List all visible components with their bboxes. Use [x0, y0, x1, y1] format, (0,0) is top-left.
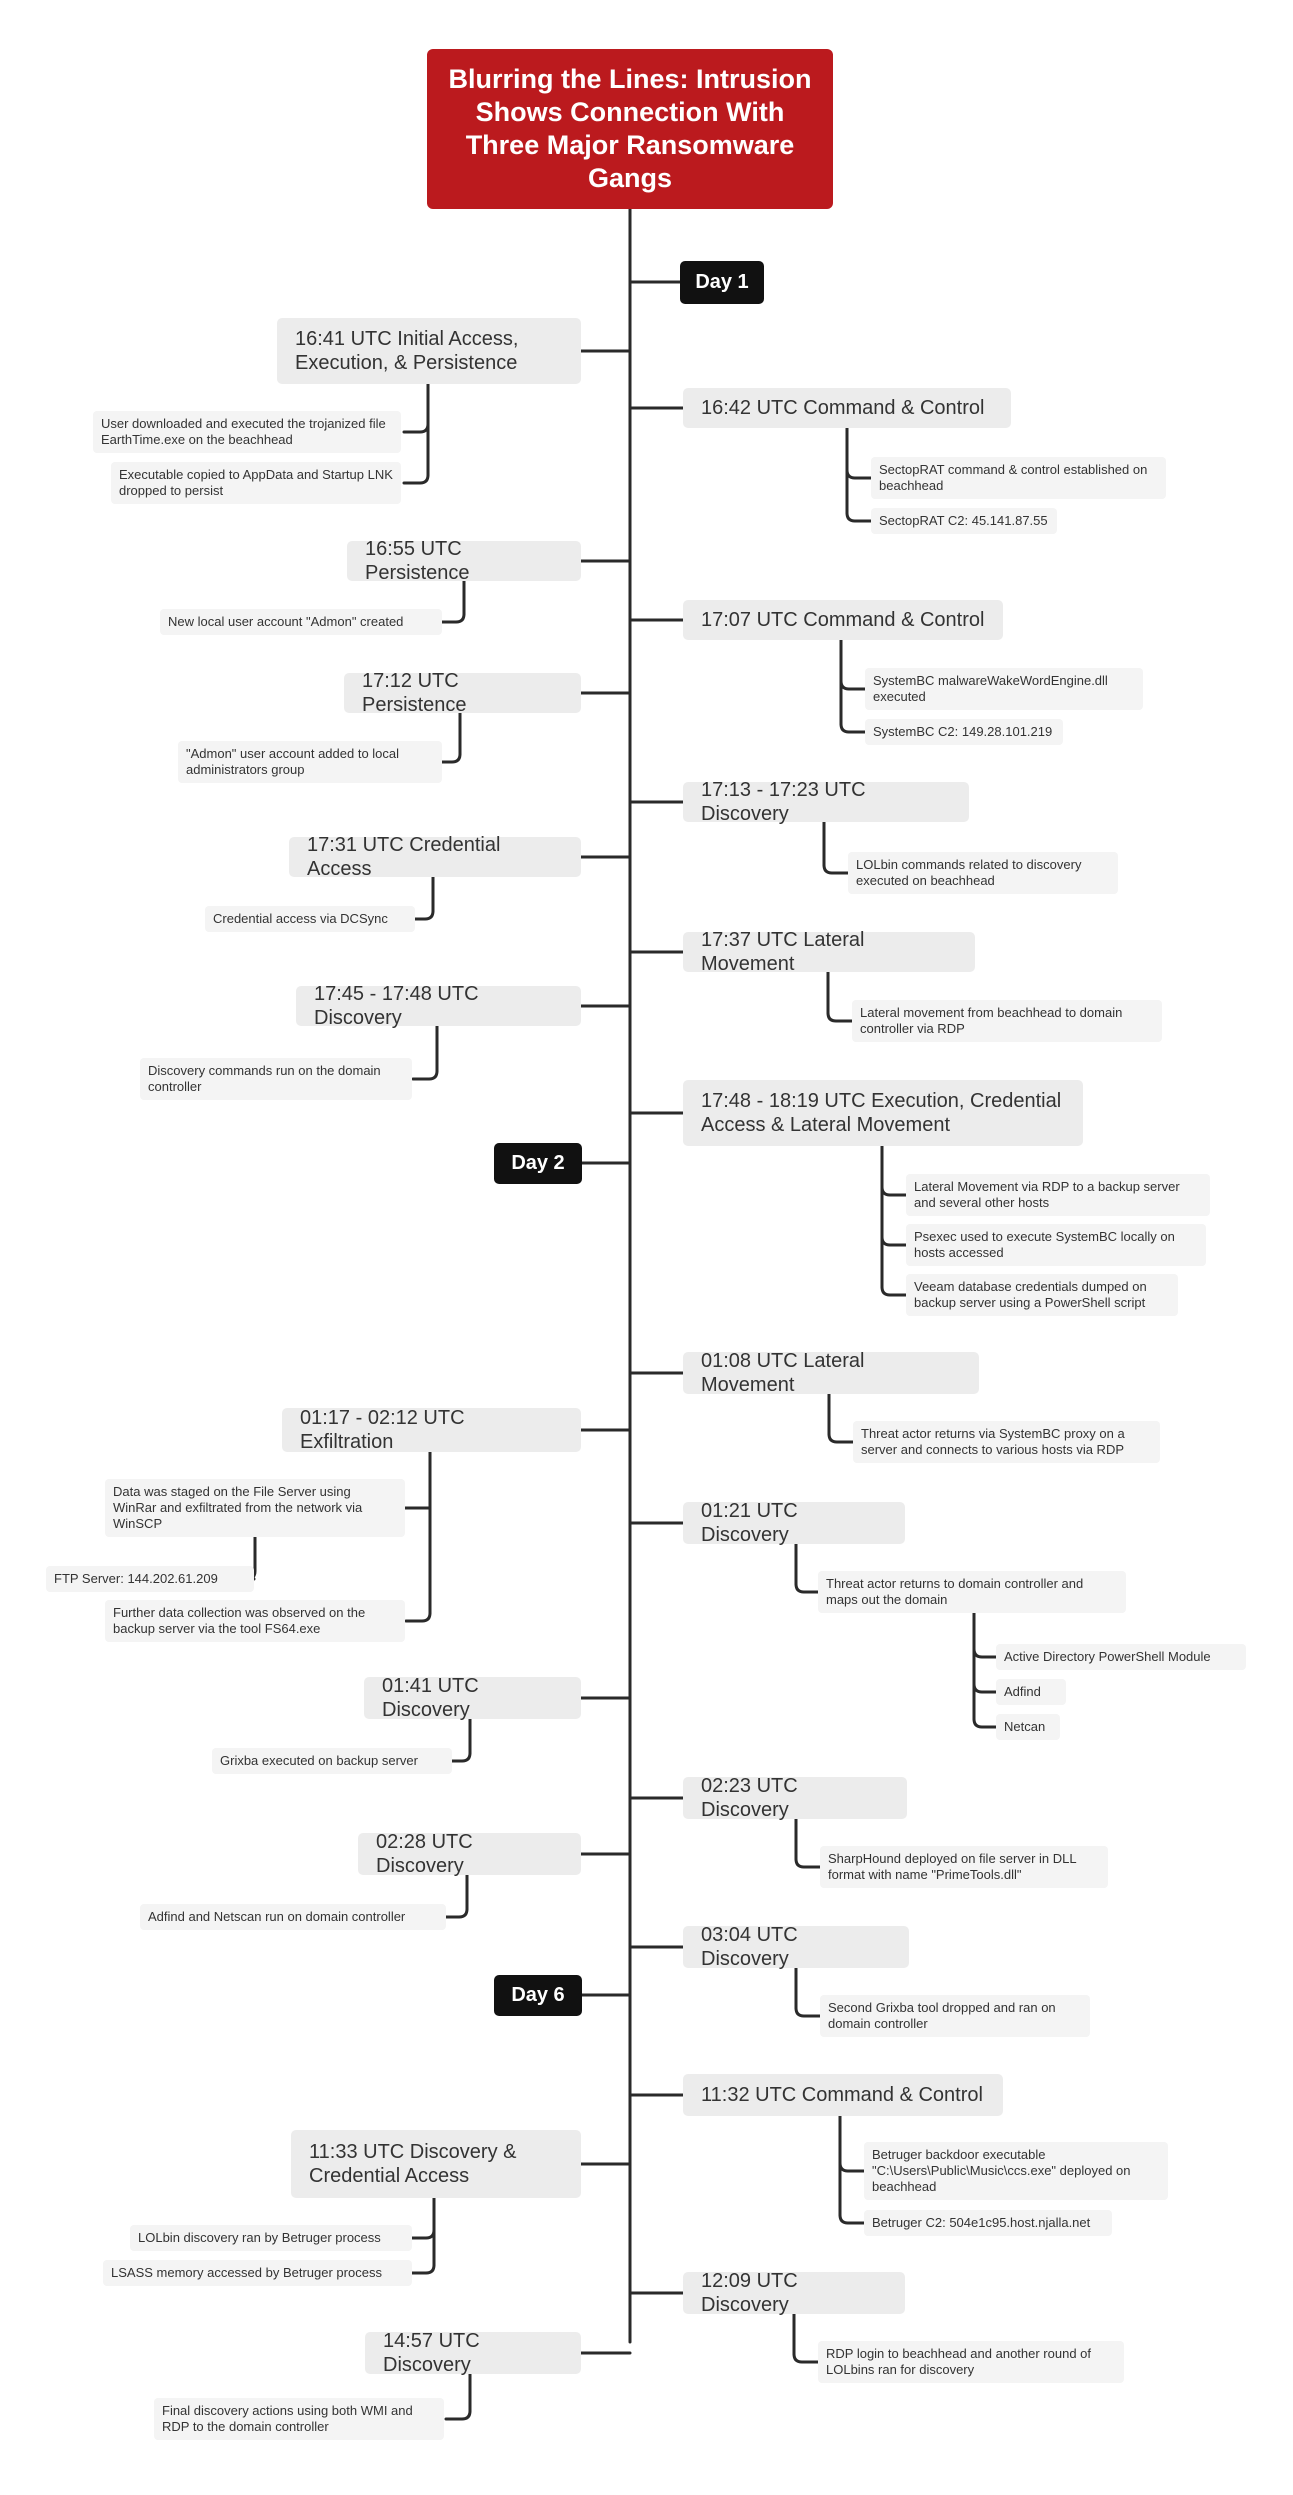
event-persistence-1712: 17:12 UTC Persistence	[344, 670, 581, 716]
note-ad-powershell: Active Directory PowerShell Module	[996, 1644, 1246, 1670]
day-1-marker: Day 1	[680, 261, 764, 304]
note-tick	[972, 1682, 1000, 1694]
event-discovery-1457: 14:57 UTC Discovery	[365, 2330, 581, 2376]
note-ftp-server: FTP Server: 144.202.61.209	[46, 1566, 254, 1592]
note-tick	[822, 863, 850, 875]
note-sectoprat-c2: SectopRAT C2: 45.141.87.55	[871, 508, 1057, 534]
event-discovery-0223: 02:23 UTC Discovery	[683, 1775, 907, 1821]
event-lateral-0108: 01:08 UTC Lateral Movement	[683, 1350, 979, 1396]
note-tick	[838, 2213, 866, 2225]
note-tick	[845, 468, 873, 480]
day-6-marker: Day 6	[494, 1975, 582, 2016]
note-sectoprat-established: SectopRAT command & control established …	[871, 457, 1166, 499]
event-c2-1707: 17:07 UTC Command & Control	[683, 600, 1003, 640]
event-persistence-1655: 16:55 UTC Persistence	[347, 538, 581, 584]
note-tick	[880, 1185, 908, 1197]
note-systembc-proxy: Threat actor returns via SystemBC proxy …	[853, 1421, 1160, 1463]
note-tick	[880, 1235, 908, 1247]
note-tick	[438, 612, 466, 624]
note-discovery-dc: Discovery commands run on the domain con…	[140, 1058, 412, 1100]
note-maps-domain: Threat actor returns to domain controlle…	[818, 1571, 1126, 1613]
note-psexec: Psexec used to execute SystemBC locally …	[906, 1224, 1206, 1266]
event-credential-access-1731: 17:31 UTC Credential Access	[289, 834, 581, 880]
note-grixba-dc: Second Grixba tool dropped and ran on do…	[820, 1995, 1090, 2037]
note-admon-admin-group: "Admon" user account added to local admi…	[178, 741, 442, 783]
day-2-marker: Day 2	[494, 1143, 582, 1184]
event-discovery-0304: 03:04 UTC Discovery	[683, 1924, 909, 1970]
event-lateral-1737: 17:37 UTC Lateral Movement	[683, 929, 975, 975]
note-systembc-dll: SystemBC malwareWakeWordEngine.dll execu…	[865, 668, 1143, 710]
event-c2-1642: 16:42 UTC Command & Control	[683, 388, 1011, 428]
note-tick	[794, 1582, 822, 1594]
note-tick	[792, 2352, 820, 2364]
note-netcan: Netcan	[996, 1714, 1060, 1740]
note-admon-created: New local user account "Admon" created	[160, 609, 442, 635]
note-tick	[404, 1611, 432, 1623]
note-tick	[794, 2006, 822, 2018]
note-tick	[972, 1647, 1000, 1659]
note-tick	[407, 909, 435, 921]
diagram-title: Blurring the Lines: Intrusion Shows Conn…	[427, 49, 833, 209]
note-grixba-backup: Grixba executed on backup server	[212, 1748, 452, 1774]
event-discovery-1713: 17:13 - 17:23 UTC Discovery	[683, 779, 969, 825]
note-fs64: Further data collection was observed on …	[105, 1600, 405, 1642]
event-exfiltration: 01:17 - 02:12 UTC Exfiltration	[282, 1407, 581, 1453]
note-wmi-rdp: Final discovery actions using both WMI a…	[154, 2398, 444, 2440]
note-winrar-winscp: Data was staged on the File Server using…	[105, 1479, 405, 1537]
note-rdp-dc: Lateral movement from beachhead to domai…	[852, 1000, 1162, 1042]
note-tick	[838, 2161, 866, 2173]
event-initial-access: 16:41 UTC Initial Access, Execution, & P…	[277, 318, 581, 384]
note-veeam: Veeam database credentials dumped on bac…	[906, 1274, 1178, 1316]
note-tick	[794, 1857, 822, 1869]
event-c2-1132: 11:32 UTC Command & Control	[683, 2074, 1003, 2116]
note-tick	[408, 2228, 436, 2240]
note-tick	[444, 1751, 472, 1763]
note-tick	[402, 422, 430, 434]
note-tick	[826, 1011, 854, 1023]
note-tick	[411, 1069, 439, 1081]
event-discovery-0228: 02:28 UTC Discovery	[358, 1831, 581, 1877]
note-tick	[845, 511, 873, 523]
note-betruger-c2: Betruger C2: 504e1c95.host.njalla.net	[864, 2210, 1112, 2236]
event-discovery-0121: 01:21 UTC Discovery	[683, 1500, 905, 1546]
note-earthtime-download: User downloaded and executed the trojani…	[93, 411, 401, 453]
event-execution-lateral-1748: 17:48 - 18:19 UTC Execution, Credential …	[683, 1080, 1083, 1146]
note-sharphound: SharpHound deployed on file server in DL…	[820, 1846, 1108, 1888]
note-tick	[839, 679, 867, 691]
note-betruger-exe: Betruger backdoor executable "C:\Users\P…	[864, 2142, 1168, 2200]
note-lsass: LSASS memory accessed by Betruger proces…	[103, 2260, 412, 2286]
note-rdp-lolbins: RDP login to beachhead and another round…	[818, 2341, 1124, 2383]
note-lolbin-betruger: LOLbin discovery ran by Betruger process	[130, 2225, 412, 2251]
note-tick	[839, 722, 867, 734]
note-tick	[972, 1717, 1000, 1729]
note-adfind: Adfind	[996, 1679, 1066, 1705]
note-startup-lnk: Executable copied to AppData and Startup…	[111, 462, 401, 504]
note-dcsync: Credential access via DCSync	[205, 906, 415, 932]
note-tick	[827, 1432, 855, 1444]
note-tick	[441, 1907, 469, 1919]
note-tick	[434, 752, 462, 764]
note-systembc-c2: SystemBC C2: 149.28.101.219	[865, 719, 1063, 745]
event-discovery-1209: 12:09 UTC Discovery	[683, 2270, 905, 2316]
event-discovery-1745: 17:45 - 17:48 UTC Discovery	[296, 983, 581, 1029]
note-rdp-backup: Lateral Movement via RDP to a backup ser…	[906, 1174, 1210, 1216]
note-tick	[408, 2263, 436, 2275]
note-lolbin-beachhead: LOLbin commands related to discovery exe…	[848, 852, 1118, 894]
note-tick	[402, 473, 430, 485]
event-discovery-cred-1133: 11:33 UTC Discovery & Credential Access	[291, 2130, 581, 2198]
event-discovery-0141: 01:41 UTC Discovery	[364, 1675, 581, 1721]
note-tick	[444, 2409, 472, 2421]
note-tick	[880, 1285, 908, 1297]
note-adfind-netscan: Adfind and Netscan run on domain control…	[140, 1904, 446, 1930]
